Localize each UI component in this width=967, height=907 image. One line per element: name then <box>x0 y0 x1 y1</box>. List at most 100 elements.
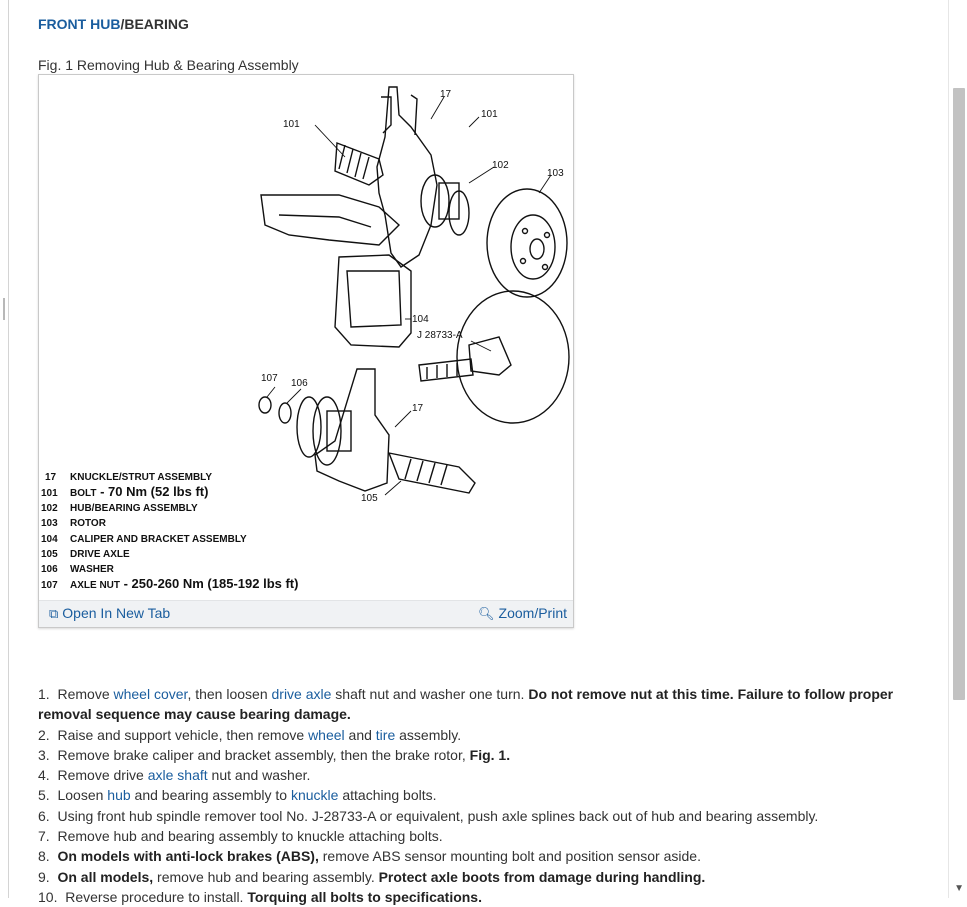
step-text: Remove brake caliper and bracket assembl… <box>57 746 470 763</box>
step-text: nut and washer. <box>207 767 311 784</box>
step-text: Using front hub spindle remover tool No.… <box>57 807 819 824</box>
leader-lines <box>266 96 552 496</box>
step-text: Loosen <box>57 787 108 804</box>
procedure-step: 1. Remove wheel cover, then loosen drive… <box>38 684 938 725</box>
callout-104: 104 <box>412 314 429 325</box>
step-text: remove ABS sensor mounting bolt and posi… <box>318 848 701 865</box>
callout-106: 106 <box>291 378 308 389</box>
diagram-legend: 17 KNUCKLE/STRUT ASSEMBLY 101 BOLT - 70 … <box>41 472 298 591</box>
procedure-step: 9. On all models, remove hub and bearing… <box>38 867 938 887</box>
left-border <box>0 0 9 898</box>
callout-107: 107 <box>261 373 278 384</box>
open-in-new-tab-label: Open In New Tab <box>62 605 171 621</box>
procedure-steps: 1. Remove wheel cover, then loosen drive… <box>38 684 938 907</box>
open-in-new-tab-link[interactable]: ⧉Open In New Tab <box>49 605 170 622</box>
callout-17-upper: 17 <box>440 89 452 100</box>
procedure-step: 4. Remove drive axle shaft nut and washe… <box>38 765 938 785</box>
callout-102: 102 <box>492 160 509 171</box>
legend-num: 103 <box>41 518 58 529</box>
step-emphasis: On all models, <box>57 868 154 885</box>
step-number: 9. <box>38 868 50 885</box>
scroll-down-icon[interactable]: ▼ <box>954 883 964 894</box>
procedure-step: 8. On models with anti-lock brakes (ABS)… <box>38 846 938 866</box>
step-text: assembly. <box>395 726 462 743</box>
step-text: Reverse procedure to install. <box>65 888 248 905</box>
hub-bearing-diagram: 17 101 101 102 103 104 J 28733-A 107 106… <box>41 86 570 591</box>
glossary-link[interactable]: tire <box>375 726 396 743</box>
procedure-step: 10. Reverse procedure to install. Torqui… <box>38 887 938 907</box>
legend-num: 106 <box>41 564 58 575</box>
step-number: 10. <box>38 888 58 905</box>
glossary-link[interactable]: drive axle <box>271 686 332 702</box>
step-text: , then loosen <box>187 686 272 702</box>
callout-101-left: 101 <box>283 119 300 130</box>
legend-num: 17 <box>45 472 57 483</box>
zoom-icon: 🔍︎ <box>478 606 495 621</box>
legend-num: 105 <box>41 549 58 560</box>
procedure-step: 3. Remove brake caliper and bracket asse… <box>38 745 938 765</box>
step-text: shaft nut and washer one turn. <box>331 686 529 702</box>
legend-text: DRIVE AXLE <box>70 549 130 560</box>
legend-text: WASHER <box>70 564 115 575</box>
glossary-link[interactable]: wheel <box>308 726 345 743</box>
figure-toolbar: ⧉Open In New Tab 🔍︎Zoom/Print <box>39 600 573 627</box>
legend-num: 107 <box>41 580 58 591</box>
step-text: Raise and support vehicle, then remove <box>57 726 309 743</box>
callout-105: 105 <box>361 493 378 504</box>
legend-text: HUB/BEARING ASSEMBLY <box>70 503 198 514</box>
diagram-callouts: 17 101 101 102 103 104 J 28733-A 107 106… <box>261 89 564 504</box>
step-emphasis: Torquing all bolts to specifications. <box>247 888 482 905</box>
step-number: 4. <box>38 767 50 784</box>
step-number: 7. <box>38 828 50 845</box>
scrollbar-track[interactable]: ▼ <box>948 0 967 898</box>
section-heading: FRONT HUB/BEARING <box>38 16 189 32</box>
glossary-link[interactable]: axle shaft <box>147 767 208 784</box>
step-text: Remove drive <box>57 767 148 784</box>
figure-container: 17 101 101 102 103 104 J 28733-A 107 106… <box>38 74 574 628</box>
step-text: remove hub and bearing assembly. <box>153 868 379 885</box>
open-tab-icon: ⧉ <box>49 606 59 621</box>
legend-text: AXLE NUT - 250-260 Nm (185-192 lbs ft) <box>70 576 298 591</box>
glossary-link[interactable]: hub <box>107 787 131 804</box>
legend-text: KNUCKLE/STRUT ASSEMBLY <box>70 472 212 483</box>
glossary-link[interactable]: wheel cover <box>113 686 188 702</box>
step-text: and <box>344 726 376 743</box>
legend-text: ROTOR <box>70 518 107 529</box>
step-number: 2. <box>38 726 50 743</box>
diagram-linework <box>258 86 570 494</box>
step-number: 8. <box>38 848 50 865</box>
callout-tool: J 28733-A <box>417 330 463 341</box>
step-emphasis: Protect axle boots from damage during ha… <box>378 868 706 885</box>
heading-link[interactable]: FRONT HUB <box>38 16 121 32</box>
step-text: and bearing assembly to <box>130 787 291 804</box>
legend-label: BOLT <box>70 488 96 499</box>
legend-label: AXLE NUT <box>70 580 120 591</box>
step-text: Remove <box>57 686 114 702</box>
procedure-step: 6. Using front hub spindle remover tool … <box>38 806 938 826</box>
legend-num: 102 <box>41 503 58 514</box>
procedure-step: 5. Loosen hub and bearing assembly to kn… <box>38 785 938 805</box>
zoom-print-link[interactable]: 🔍︎Zoom/Print <box>478 605 567 622</box>
callout-17-lower: 17 <box>412 403 424 414</box>
procedure-step: 7. Remove hub and bearing assembly to kn… <box>38 826 938 846</box>
step-number: 3. <box>38 746 50 763</box>
callout-103: 103 <box>547 168 564 179</box>
step-number: 5. <box>38 787 50 804</box>
legend-num: 101 <box>41 488 58 499</box>
step-text: Remove hub and bearing assembly to knuck… <box>57 828 443 845</box>
callout-101-right: 101 <box>481 109 498 120</box>
step-emphasis: Fig. 1. <box>469 746 511 763</box>
legend-num: 104 <box>41 534 58 545</box>
legend-text: BOLT - 70 Nm (52 lbs ft) <box>70 484 208 499</box>
procedure-step: 2. Raise and support vehicle, then remov… <box>38 725 938 745</box>
step-emphasis: On models with anti-lock brakes (ABS), <box>57 848 319 865</box>
figure-caption: Fig. 1 Removing Hub & Bearing Assembly <box>38 57 299 73</box>
step-emphasis: Do not remove nut at this time. Failure … <box>38 686 894 723</box>
heading-suffix: /BEARING <box>120 16 189 32</box>
zoom-print-label: Zoom/Print <box>498 605 567 621</box>
glossary-link[interactable]: knuckle <box>290 787 339 804</box>
left-resize-handle[interactable] <box>3 298 5 320</box>
legend-text: CALIPER AND BRACKET ASSEMBLY <box>70 534 247 545</box>
scrollbar-thumb[interactable] <box>953 88 965 700</box>
legend-spec: - 250-260 Nm (185-192 lbs ft) <box>120 576 298 591</box>
